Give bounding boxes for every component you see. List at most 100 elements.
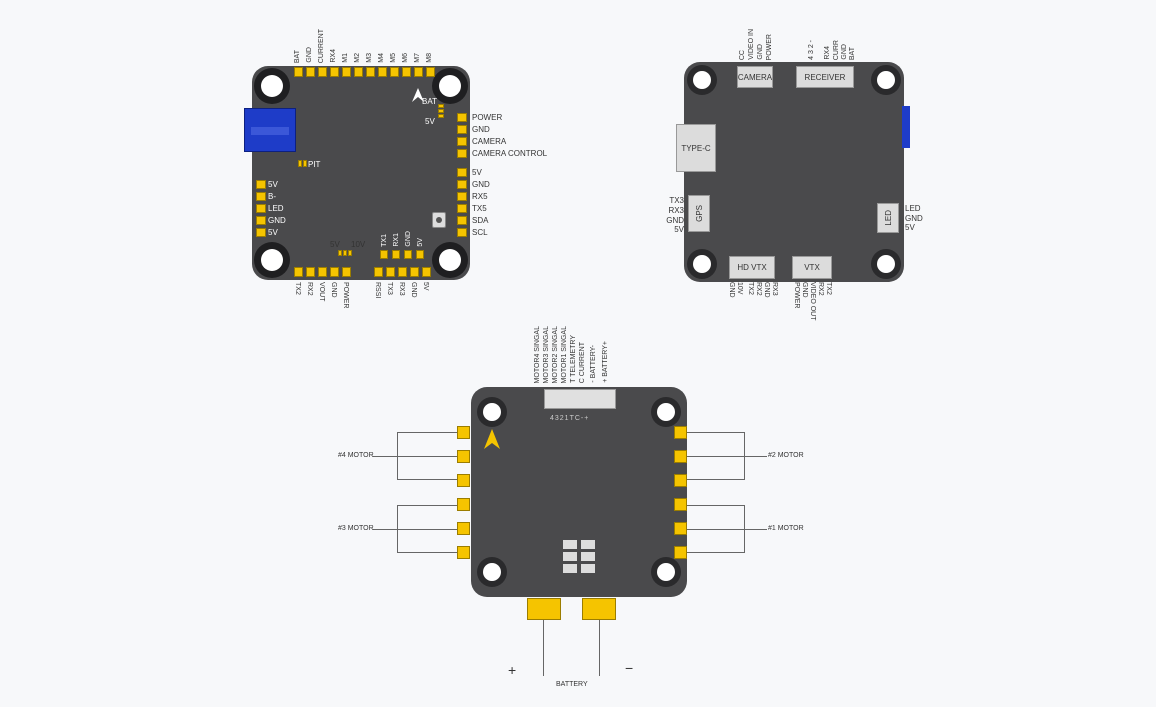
battery-lead [543, 620, 544, 676]
voltage-5v-label: 5V [330, 240, 340, 249]
pin-label: RX5 [472, 192, 488, 201]
pin-label: M6 [402, 53, 409, 63]
motor4-label: #4 MOTOR [338, 452, 374, 459]
typec-label: TYPE-C [681, 143, 711, 153]
motor-pad [674, 522, 687, 535]
leader-line [687, 529, 767, 530]
pad [398, 267, 407, 277]
vtx-connector[interactable]: VTX [792, 256, 832, 279]
esc-chip [563, 564, 577, 573]
pin-label: RX4 [330, 49, 337, 63]
voltage-select-pad [343, 250, 347, 256]
pin-label: GND [472, 125, 490, 134]
pin-label: VIDEO IN [748, 29, 755, 60]
esc-chip [581, 540, 595, 549]
direction-arrow-icon [412, 88, 424, 102]
usb-port-side [902, 106, 910, 148]
pad [404, 250, 412, 259]
pad [294, 267, 303, 277]
pin-label: RX1 [393, 233, 400, 247]
pin-label: T TELEMETRY [570, 335, 577, 383]
pin-label: RX2 [755, 282, 762, 296]
pin-label: RX3 [398, 282, 405, 296]
pit-pad [303, 160, 307, 167]
pin-label: GND [666, 216, 684, 225]
pad [366, 67, 375, 77]
motor1-label: #1 MOTOR [768, 525, 804, 532]
pin-label: MOTOR2 SINGAL [552, 325, 559, 383]
esc-board [471, 387, 687, 597]
battery-minus-pad [582, 598, 616, 620]
esc-signal-connector[interactable] [544, 389, 616, 409]
pad [457, 204, 467, 213]
pad [294, 67, 303, 77]
pad [378, 67, 387, 77]
pin-label: M4 [378, 53, 385, 63]
pin-label: BAT [849, 46, 856, 60]
pad [318, 267, 327, 277]
led-connector[interactable]: LED [877, 203, 899, 233]
direction-arrow-icon [484, 429, 500, 449]
pin-label: SDA [472, 216, 489, 225]
esc-chip [563, 540, 577, 549]
mount-hole [432, 68, 468, 104]
hdvtx-connector[interactable]: HD VTX [729, 256, 775, 279]
usb-port[interactable] [244, 108, 296, 152]
pad [457, 149, 467, 158]
pin-label: GND [410, 282, 417, 298]
pad [306, 267, 315, 277]
pin-label: M2 [354, 53, 361, 63]
connector-text: 4321TC-+ [550, 415, 590, 422]
pad [318, 67, 327, 77]
pin-label: GND [757, 44, 764, 60]
gps-connector[interactable]: GPS [688, 195, 710, 232]
bat-5v-label: 5V [425, 117, 435, 126]
pin-label: 5V [268, 180, 278, 189]
pad [342, 67, 351, 77]
camera-label: CAMERA [737, 72, 773, 82]
motor3-label: #3 MOTOR [338, 525, 374, 532]
motor-pad [457, 426, 470, 439]
pin-label: TX2 [747, 282, 754, 295]
pin-label: GND [801, 282, 808, 298]
motor-pad [457, 474, 470, 487]
pin-label: TX2 [825, 282, 832, 295]
camera-connector[interactable]: CAMERA [737, 66, 773, 88]
mount-hole [254, 242, 290, 278]
pin-label: 4 3 2 - [808, 40, 815, 60]
pin-label: 5V [905, 223, 915, 232]
pin-label: 5V [268, 228, 278, 237]
pin-label: POWER [472, 113, 503, 122]
plus-label: + [508, 662, 517, 678]
fc-bottom-board [684, 62, 904, 282]
mount-hole [477, 397, 507, 427]
pin-label: GND [728, 282, 735, 298]
pad [256, 192, 266, 201]
pin-label: 5V [422, 282, 429, 291]
pad [457, 228, 467, 237]
motor-pad [457, 498, 470, 511]
receiver-connector[interactable]: RECEIVER [796, 66, 854, 88]
pin-label: B- [268, 192, 276, 201]
motor-pad [674, 546, 687, 559]
pin-label: - BATTERY- [590, 345, 597, 383]
pad [457, 125, 467, 134]
pad [457, 137, 467, 146]
pin-label: + BATTERY+ [602, 341, 609, 383]
pit-label: PIT [308, 160, 321, 169]
pin-label: SCL [472, 228, 488, 237]
pad [354, 67, 363, 77]
pad [402, 67, 411, 77]
esc-chip [581, 564, 595, 573]
pin-label: CAMERA CONTROL [472, 149, 548, 158]
pin-label: TX3 [386, 282, 393, 295]
pin-label: M1 [342, 53, 349, 63]
typec-port[interactable]: TYPE-C [676, 124, 716, 172]
pin-label: 5V [472, 168, 482, 177]
boot-button[interactable] [432, 212, 446, 228]
motor-pad [457, 522, 470, 535]
mount-hole [687, 249, 717, 279]
pad [306, 67, 315, 77]
pin-label: M8 [426, 53, 433, 63]
receiver-label: RECEIVER [804, 72, 846, 82]
